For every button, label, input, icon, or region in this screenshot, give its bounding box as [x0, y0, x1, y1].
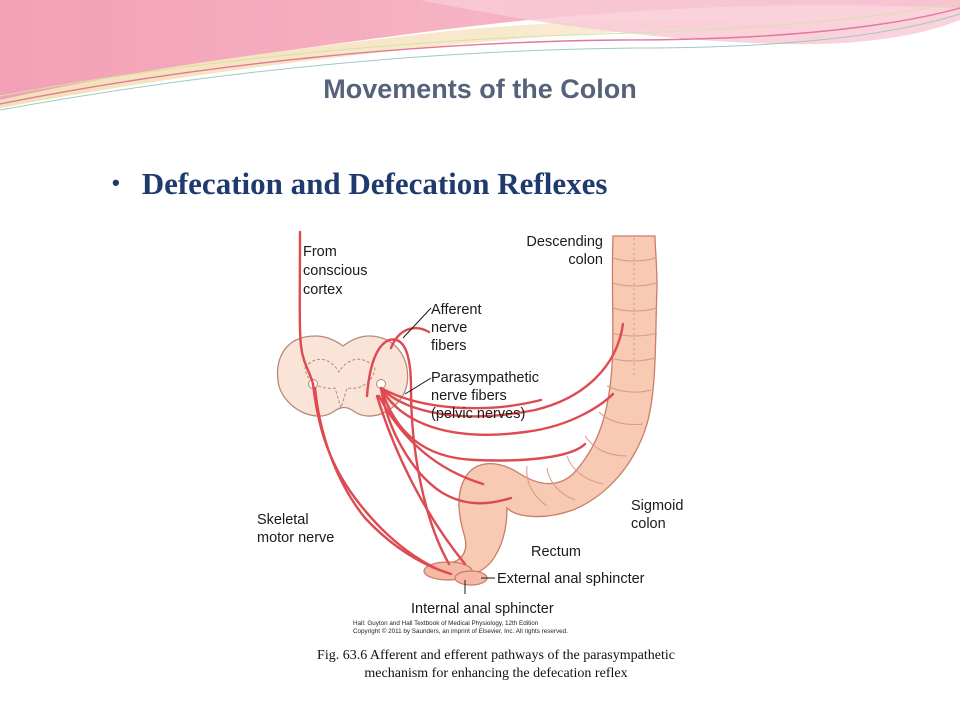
- slide-title: Movements of the Colon: [323, 74, 637, 104]
- label-para-nerve-fibers: nerve fibers: [431, 388, 507, 404]
- label-afferent: Afferent: [431, 302, 482, 318]
- bullet-dot: •: [112, 170, 120, 195]
- label-parasympathetic: Parasympathetic: [431, 370, 539, 386]
- caption-line-1: Fig. 63.6 Afferent and efferent pathways…: [317, 648, 675, 663]
- figure-caption: Fig. 63.6 Afferent and efferent pathways…: [250, 647, 742, 683]
- label-sigmoid: Sigmoid: [631, 498, 683, 514]
- figure-credit-line-2: Copyright © 2011 by Saunders, an imprint…: [353, 627, 568, 635]
- defecation-reflex-diagram: From conscious cortex Afferent nerve fib…: [255, 228, 692, 638]
- label-internal-sphincter: Internal anal sphincter: [411, 601, 554, 617]
- label-external-sphincter: External anal sphincter: [497, 571, 645, 587]
- label-motor-nerve: motor nerve: [257, 530, 334, 546]
- label-conscious: conscious: [303, 263, 367, 279]
- label-descending: Descending: [526, 234, 603, 250]
- label-skeletal: Skeletal: [257, 512, 309, 528]
- label-pelvic-nerves: (pelvic nerves): [431, 406, 525, 422]
- nerve-pathways: [298, 230, 625, 576]
- label-afferent-nerve: nerve: [431, 320, 467, 336]
- decorative-header-swoosh: [0, 0, 960, 111]
- caption-line-2: mechanism for enhancing the defecation r…: [364, 666, 628, 681]
- colon-haustra: [526, 238, 658, 507]
- figure-credit-line-1: Hall: Guyton and Hall Textbook of Medica…: [353, 620, 539, 627]
- label-rectum: Rectum: [531, 544, 581, 560]
- label-sigmoid-colon: colon: [631, 516, 666, 532]
- label-afferent-fibers: fibers: [431, 338, 466, 354]
- label-descending-colon: colon: [568, 252, 603, 268]
- bullet-text: Defecation and Defecation Reflexes: [141, 166, 608, 201]
- label-cortex: cortex: [303, 282, 343, 298]
- label-leaders: [402, 307, 495, 594]
- label-from: From: [303, 244, 337, 260]
- bullet-item: • Defecation and Defecation Reflexes: [112, 166, 607, 202]
- anal-sphincter: [423, 561, 488, 586]
